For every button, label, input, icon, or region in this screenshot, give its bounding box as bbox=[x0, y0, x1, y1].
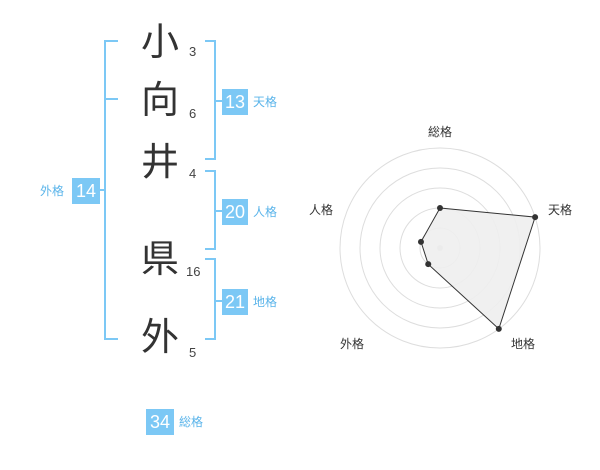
radar-grid-ring bbox=[339, 147, 541, 349]
jinkaku-value: 20 bbox=[222, 199, 248, 225]
name-char-5: 外 bbox=[141, 315, 180, 359]
tenkaku-label: 天格 bbox=[253, 95, 278, 109]
radar-point-4 bbox=[425, 261, 432, 268]
tenkaku-value: 13 bbox=[222, 89, 248, 115]
radar-point-5 bbox=[417, 238, 424, 245]
radar-series-area bbox=[420, 207, 536, 330]
radar-point-2 bbox=[532, 214, 539, 221]
radar-label-chikaku: 地格 bbox=[511, 337, 536, 351]
radar-point-1 bbox=[437, 205, 443, 211]
stroke-count-3: 4 bbox=[189, 166, 197, 181]
name-char-1: 小 bbox=[141, 20, 180, 64]
jinkaku-label: 人格 bbox=[253, 205, 278, 219]
chikaku-value: 21 bbox=[222, 289, 248, 315]
radar-label-gaikaku: 外格 bbox=[340, 337, 365, 351]
chikaku-bracket bbox=[205, 258, 216, 340]
name-char-2: 向 bbox=[141, 78, 180, 122]
radar-label-tenkaku: 天格 bbox=[548, 203, 573, 217]
stroke-count-5: 5 bbox=[189, 345, 197, 360]
radar-label-jinkaku: 人格 bbox=[309, 203, 334, 217]
radar-label-soukaku: 総格 bbox=[428, 125, 453, 139]
soukaku-value: 34 bbox=[146, 409, 174, 435]
stroke-count-1: 3 bbox=[189, 44, 197, 59]
radar-point-3 bbox=[495, 325, 502, 332]
chikaku-label: 地格 bbox=[253, 295, 278, 309]
stroke-count-2: 6 bbox=[189, 106, 197, 121]
name-char-3: 井 bbox=[141, 140, 180, 184]
gaikaku-label: 外格 bbox=[40, 184, 65, 198]
soukaku-label: 総格 bbox=[179, 415, 204, 429]
stroke-count-4: 16 bbox=[186, 264, 201, 279]
name-char-4: 県 bbox=[141, 237, 180, 281]
gaikaku-value: 14 bbox=[72, 178, 100, 204]
